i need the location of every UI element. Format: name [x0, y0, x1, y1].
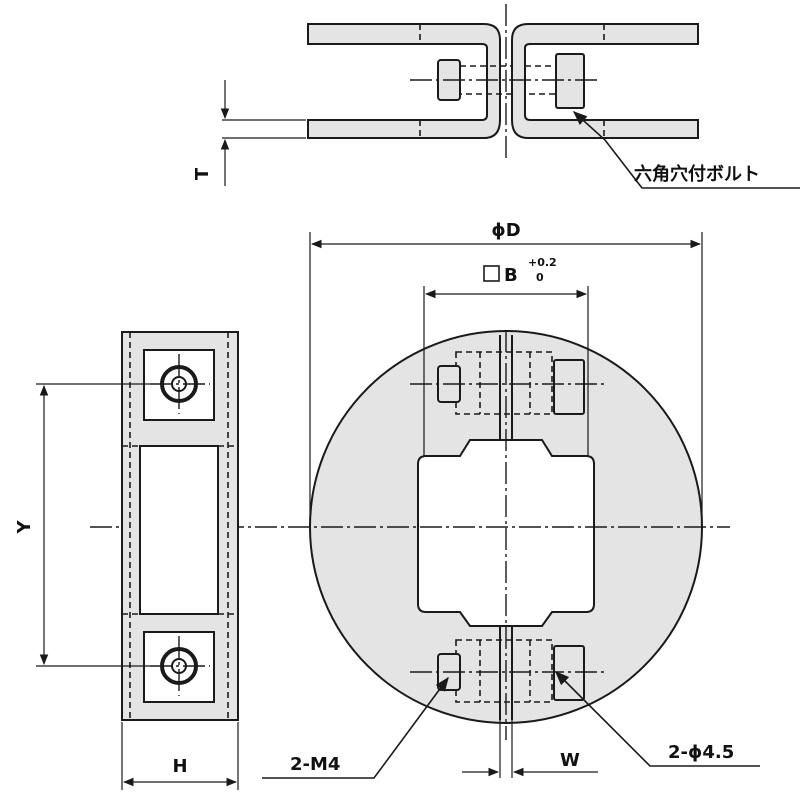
- thread-note-label: 2-M4: [290, 754, 340, 775]
- dim-h-label: H: [172, 756, 187, 777]
- hole-note-leader: [554, 670, 760, 767]
- front-upper-bolt-nut: [553, 359, 585, 415]
- dim-b-tol-lower: 0: [536, 271, 544, 284]
- dim-w-label: W: [560, 750, 580, 771]
- top-left-plate-upper: [307, 23, 501, 139]
- dim-b-label: B: [504, 265, 518, 286]
- top-bolt-head-right: [555, 53, 585, 109]
- dim-d-label: ϕD: [491, 220, 520, 241]
- hole-note-label: 2-ϕ4.5: [668, 742, 734, 763]
- bolt-note-label: 六角穴付ボルト: [634, 163, 760, 185]
- dim-b-tol-upper: +0.2: [528, 256, 557, 269]
- top-view: T 六角穴付ボルト: [192, 4, 800, 189]
- side-view: Y H: [14, 331, 239, 790]
- top-right-plate: [511, 23, 699, 139]
- front-view: ϕD B +0.2 0 W 2-M4 2-ϕ4.5: [90, 220, 760, 779]
- bolt-note-leader: [572, 111, 800, 189]
- dim-t-label: T: [192, 167, 213, 180]
- front-lower-bolt-nut: [553, 645, 585, 701]
- square-symbol: [483, 265, 500, 282]
- dim-y-label: Y: [14, 520, 35, 535]
- thread-note-leader: [262, 676, 449, 779]
- side-inner-window: [139, 445, 219, 615]
